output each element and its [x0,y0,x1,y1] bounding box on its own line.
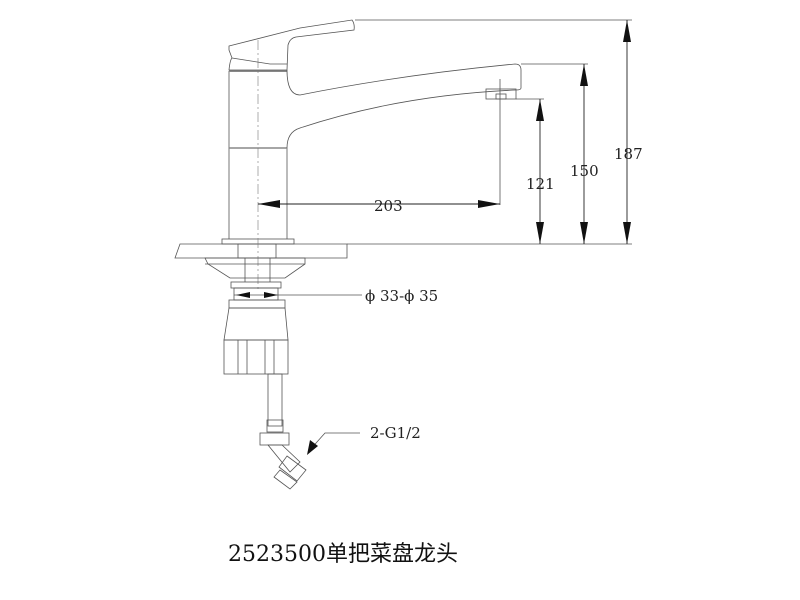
dimension-lines [258,19,632,244]
dimension-hole-diameter: ϕ 33-ϕ 35 [365,287,438,305]
dimension-150: 150 [570,162,599,180]
dimension-121: 121 [526,175,555,193]
drawing-title: 2523500单把菜盘龙头 [228,542,458,567]
mounting-nut [204,257,362,301]
faucet-body [221,40,295,290]
connection-leader [307,432,360,455]
dimension-connection: 2-G1/2 [370,424,421,442]
hose-nut [259,432,290,446]
supply-hose [259,373,307,490]
dimension-203: 203 [374,197,403,215]
cartridge-housing [223,299,289,375]
lever-handle [228,19,355,71]
dimension-187: 187 [614,145,643,163]
spout [286,63,522,149]
countertop [174,243,632,259]
